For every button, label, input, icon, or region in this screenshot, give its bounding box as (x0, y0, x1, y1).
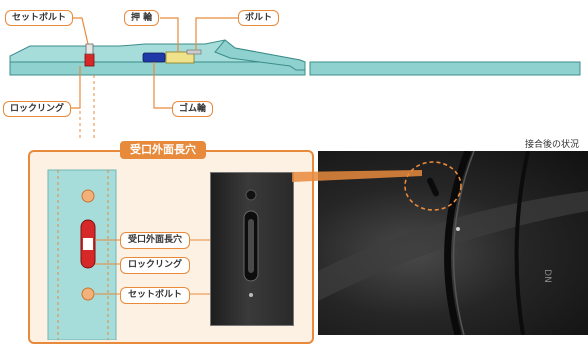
slot-closeup-graphic (243, 189, 259, 297)
photo-slot (427, 177, 439, 197)
leader-bolt (195, 17, 238, 50)
push-ring-label: 押 輪 (124, 10, 160, 26)
connector-band (292, 170, 422, 182)
spigot-pipe (9, 61, 306, 76)
bolt-dot (456, 227, 460, 231)
set-bolt-shape (85, 43, 94, 55)
leader-push-ring (160, 17, 179, 52)
lock-ring-shape (84, 53, 95, 67)
bolt-shape (186, 49, 202, 55)
lock-ring-annotation: ロックリング (120, 257, 191, 274)
set-bolt-hole (81, 287, 95, 301)
photo-upper-hole (245, 189, 257, 201)
upper-hole (81, 189, 95, 203)
set-bolt-label: セットボルト (5, 10, 74, 26)
leader-rubber-ring (153, 62, 172, 109)
slot-closeup-photo (210, 172, 294, 326)
right-ring-edge (514, 151, 530, 335)
socket-edge-highlight (452, 151, 475, 335)
right-pipe (309, 61, 581, 76)
push-ring-shape (165, 51, 195, 64)
rubber-ring-shape (142, 52, 166, 63)
bolt-label: ボルト (238, 10, 280, 26)
joined-pipe-photo: DN (318, 151, 588, 335)
socket-lip (214, 39, 306, 71)
detail-panel-title: 受口外面長穴 (120, 141, 206, 159)
lock-ring-label: ロックリング (3, 101, 72, 117)
slot-white-band (83, 238, 93, 250)
slot-annotation: 受口外面長穴 (120, 232, 191, 249)
joined-pipe-graphic (318, 151, 588, 335)
pipe-cross-section-diagram (9, 17, 581, 140)
photo-bolt-dot (249, 293, 253, 297)
pipe-marking-text: DN (541, 269, 552, 283)
photo-slot-highlight (248, 219, 254, 273)
socket-edge (444, 151, 472, 335)
after-joint-caption: 接合後の状況 (525, 140, 580, 150)
pipe-highlight (318, 191, 588, 301)
rubber-ring-label: ゴム輪 (172, 101, 214, 117)
set-bolt-annotation: セットボルト (120, 287, 191, 304)
panel-photo-connector (292, 170, 422, 182)
highlight-circle (404, 161, 462, 211)
